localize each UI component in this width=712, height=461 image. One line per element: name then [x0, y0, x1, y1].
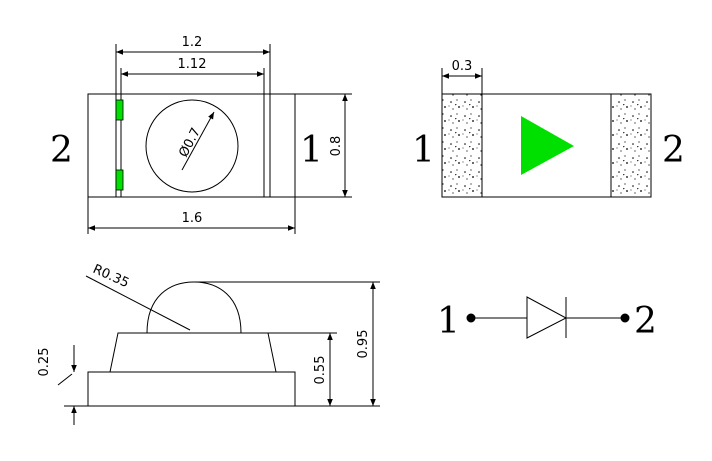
package-outline [87, 93, 296, 198]
top-pad-lower [115, 169, 124, 191]
bottom-pad-right [610, 93, 652, 198]
dim-inner-width-label: 1.12 [178, 57, 207, 72]
top-pin-left-label: 2 [50, 130, 73, 171]
side-view [57, 275, 380, 425]
bottom-pin-right-label: 2 [662, 130, 685, 171]
dim-body-height-label: 0.55 [313, 356, 328, 385]
dim-pad-width-label: 0.3 [452, 59, 473, 74]
dim-height-label: 0.8 [329, 136, 344, 157]
side-base [87, 371, 296, 407]
lens-circle [145, 99, 239, 193]
radius-leader [85, 275, 191, 331]
polarity-triangle [521, 116, 574, 175]
side-dome [146, 281, 242, 334]
diode-schematic [466, 296, 630, 339]
schematic-pin-left-label: 1 [437, 301, 460, 342]
terminal-dot-right [620, 313, 630, 323]
terminal-dot-left [466, 313, 476, 323]
dim-length-label: 1.6 [182, 211, 203, 226]
dim-total-height-label: 0.95 [356, 330, 371, 359]
top-pad-upper [115, 99, 124, 121]
diameter-leader [181, 111, 215, 171]
diode-symbol-triangle [526, 296, 568, 339]
bottom-pad-left [441, 93, 483, 198]
side-body [109, 332, 277, 373]
dim-base-height-label: 0.25 [37, 348, 52, 377]
bottom-pin-left-label: 1 [412, 130, 435, 171]
dim-base-tick [57, 373, 73, 386]
dim-diameter-label: Ø0.7 [176, 126, 204, 160]
dim-radius-label: R0.35 [90, 262, 131, 291]
top-view [87, 44, 352, 234]
top-pin-right-label: 1 [300, 130, 323, 171]
schematic-pin-right-label: 2 [634, 301, 657, 342]
dim-outer-width-label: 1.2 [182, 35, 203, 50]
